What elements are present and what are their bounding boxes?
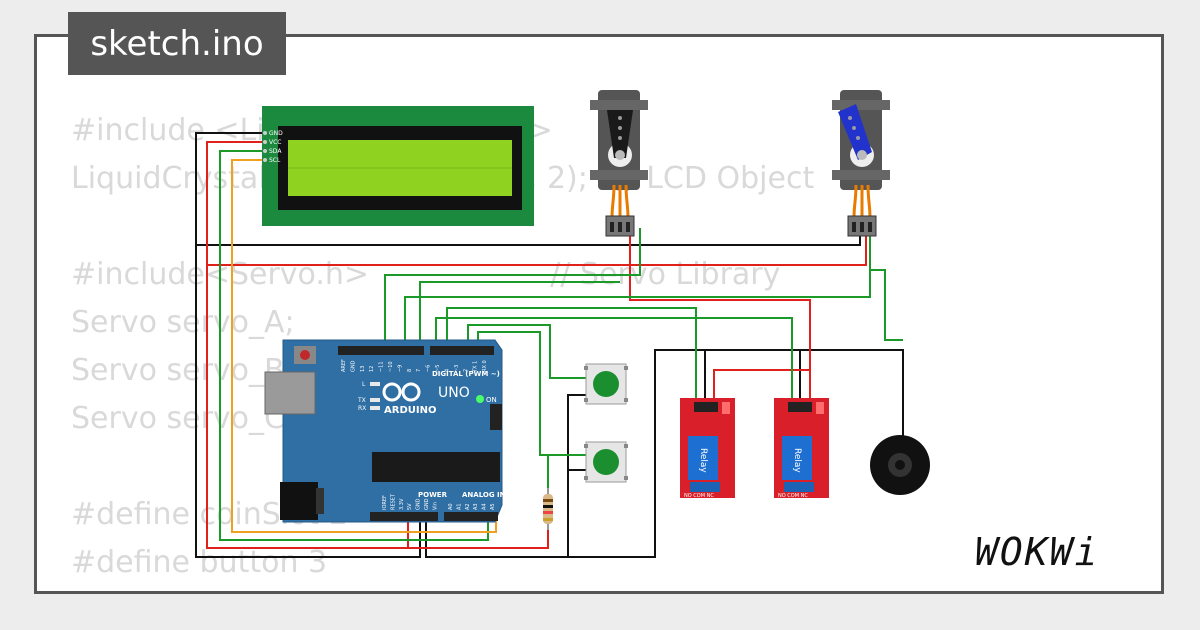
code-line: Servo servo_A; bbox=[71, 305, 295, 340]
reset-button bbox=[300, 350, 310, 360]
wire-scl bbox=[231, 159, 497, 533]
wire-gnd-buzzer bbox=[800, 349, 904, 448]
code-line: #define button 3 bbox=[71, 545, 328, 580]
relay-2-label: Relay bbox=[792, 448, 802, 473]
on-led bbox=[476, 395, 484, 403]
arduino-model: UNO bbox=[438, 385, 470, 401]
wires bbox=[195, 132, 904, 558]
arduino-pin-label: GND bbox=[424, 498, 430, 510]
arduino-brand: ARDUINO bbox=[384, 405, 436, 416]
arduino-pin-label: Vin bbox=[432, 502, 438, 510]
wire-gnd-relays bbox=[568, 349, 706, 558]
brand-name: WOKWi bbox=[975, 530, 1100, 574]
arduino-pin-label: A4 bbox=[482, 503, 488, 510]
arduino-pin-label: TX 1 bbox=[473, 361, 479, 373]
wire-vcc-lcd bbox=[206, 141, 409, 549]
code-line: Servo servo_C; bbox=[71, 401, 296, 436]
wire-servo3 bbox=[419, 281, 620, 345]
lcd-display[interactable]: GND VCC SDA SCL bbox=[262, 106, 534, 226]
wire-btn1 bbox=[467, 324, 590, 379]
lcd-pin-sda: SDA bbox=[269, 148, 282, 155]
wire-vcc-relay1 bbox=[713, 369, 810, 398]
arduino-pin-label: A2 bbox=[465, 503, 471, 510]
power-jack bbox=[280, 482, 318, 520]
arduino-pin-label: 7 bbox=[416, 369, 422, 372]
arduino-pin-label: ~11 bbox=[379, 361, 385, 372]
relay-1-terms: NO COM NC bbox=[684, 493, 714, 499]
arduino-pin-label: RESET bbox=[390, 493, 396, 510]
resistor[interactable] bbox=[543, 488, 553, 530]
buzzer[interactable] bbox=[870, 435, 930, 495]
wire-btn2 bbox=[477, 331, 590, 456]
servo-a[interactable] bbox=[590, 90, 648, 237]
arduino-digital-label: DIGITAL (PWM ~) bbox=[432, 370, 500, 378]
arduino-pin-label: ~5 bbox=[435, 365, 441, 372]
wire-servo2-signal bbox=[404, 228, 871, 345]
servo-b-horn bbox=[838, 104, 872, 160]
arduino-logo bbox=[382, 382, 421, 402]
lcd-pin-gnd: GND bbox=[269, 130, 283, 137]
arduino-pin-label: 12 bbox=[369, 366, 375, 372]
arduino-pin-label: A1 bbox=[456, 503, 462, 510]
arduino-on-label: ON bbox=[486, 396, 497, 404]
arduino-pin-label: A0 bbox=[448, 503, 454, 510]
servo-b[interactable] bbox=[832, 90, 890, 237]
code-line: Servo servo_B; bbox=[71, 353, 295, 388]
arduino-tx-label: TX bbox=[357, 397, 366, 404]
lcd-pin-vcc: VCC bbox=[269, 139, 281, 146]
arduino-pin-label: RX 0 bbox=[482, 360, 488, 372]
servo-a-horn bbox=[607, 110, 633, 158]
wire-servo1-signal bbox=[384, 228, 641, 345]
wire-relay2-in bbox=[446, 307, 697, 398]
push-button-2[interactable] bbox=[584, 441, 628, 483]
arduino-pin-label: 2 bbox=[463, 369, 469, 372]
arduino-pin-label: GND bbox=[416, 498, 422, 510]
arduino-analog-label: ANALOG IN bbox=[462, 491, 506, 499]
relay-module-2[interactable]: Relay NO COM NC bbox=[774, 398, 829, 499]
wire-vcc-servo2 bbox=[630, 228, 867, 266]
lcd-pins: GND VCC SDA SCL bbox=[263, 130, 283, 164]
arduino-pin-label: 13 bbox=[360, 366, 366, 372]
wire-relay1-in bbox=[435, 317, 793, 398]
arduino-l-label: L bbox=[362, 381, 366, 388]
arduino-pin-label: ~3 bbox=[454, 365, 460, 372]
arduino-pin-label: ~9 bbox=[397, 365, 403, 372]
arduino-pin-label: AREF bbox=[341, 359, 347, 372]
atmega-chip bbox=[372, 452, 500, 482]
relay-1-label: Relay bbox=[698, 448, 708, 473]
wokwi-logo: WOKWi bbox=[975, 530, 1099, 574]
wire-vcc-relays bbox=[629, 265, 811, 398]
arduino-pin-label: 8 bbox=[407, 369, 413, 372]
wire-vcc-servos bbox=[207, 228, 631, 266]
arduino-rx-label: RX bbox=[358, 405, 366, 412]
arduino-pin-label: 3.3V bbox=[399, 498, 405, 510]
lcd-pin-scl: SCL bbox=[269, 157, 281, 164]
arduino-pin-label: 5V bbox=[407, 503, 413, 510]
arduino-pin-label: IOREF bbox=[382, 495, 388, 510]
arduino-pin-label: ~6 bbox=[426, 365, 432, 372]
push-button-1[interactable] bbox=[584, 363, 628, 405]
wire-gnd-relay2 bbox=[705, 349, 801, 398]
wire-sda bbox=[219, 150, 489, 541]
wire-buzzer-sig bbox=[870, 269, 903, 341]
arduino-pin-label: 4 bbox=[444, 369, 450, 372]
usb-port bbox=[264, 371, 316, 415]
arduino-pin-label: GND bbox=[350, 360, 356, 372]
wire-gnd-lcd bbox=[195, 132, 620, 246]
arduino-power-label: POWER bbox=[418, 491, 448, 499]
wire-gnd-bottom bbox=[195, 245, 421, 558]
relay-2-terms: NO COM NC bbox=[778, 493, 808, 499]
arduino-pin-label: A5 bbox=[490, 503, 496, 510]
wire-gnd-servo2 bbox=[620, 228, 861, 246]
file-tab[interactable]: sketch.ino bbox=[68, 12, 286, 75]
relay-module-1[interactable]: Relay NO COM NC bbox=[680, 398, 735, 499]
arduino-pin-label: A3 bbox=[473, 503, 479, 510]
arduino-pin-label: ~10 bbox=[388, 361, 394, 372]
file-tab-title: sketch.ino bbox=[90, 23, 264, 64]
arduino-uno[interactable]: ARDUINO UNO ON DIGITAL (PWM ~) POWER ANA… bbox=[264, 339, 506, 523]
